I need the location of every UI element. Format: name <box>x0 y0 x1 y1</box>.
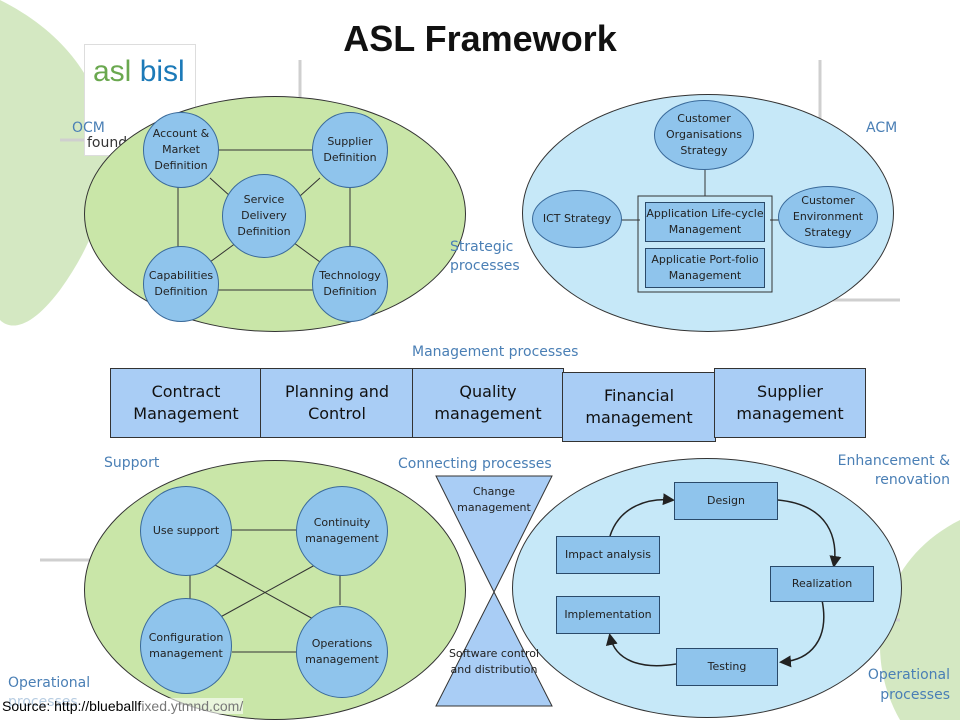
account-market-node: Account & Market Definition <box>143 112 219 188</box>
financial-management-box: Financial management <box>562 372 716 442</box>
impact-analysis-box: Impact analysis <box>556 536 660 574</box>
change-management-label: Change management <box>457 485 531 514</box>
ocm-label: OCM <box>72 120 105 136</box>
realization-box: Realization <box>770 566 874 602</box>
strategic-label: Strategic processes <box>450 239 520 274</box>
app-portfolio-box: Applicatie Port-folio Management <box>645 248 765 288</box>
management-label: Management processes <box>412 344 579 360</box>
software-control-label: Software control and distribution <box>448 647 540 676</box>
ict-strategy-node: ICT Strategy <box>532 190 622 248</box>
operations-management-node: Operations management <box>296 606 388 698</box>
app-lifecycle-box: Application Life-cycle Management <box>645 202 765 242</box>
contract-management-box: Contract Management <box>110 368 262 438</box>
support-label: Support <box>104 455 160 471</box>
capabilities-node: Capabilities Definition <box>143 246 219 322</box>
configuration-management-node: Configuration management <box>140 598 232 694</box>
logo-wordmark: asl bisl <box>93 55 185 88</box>
testing-box: Testing <box>676 648 778 686</box>
enhancement-label: Enhancement & renovation <box>837 453 950 488</box>
connecting-label: Connecting processes <box>398 456 552 472</box>
design-box: Design <box>674 482 778 520</box>
acm-label: ACM <box>866 120 898 136</box>
technology-definition-node: Technology Definition <box>312 246 388 322</box>
support-ellipse <box>84 460 466 720</box>
customer-organisations-node: Customer Organisations Strategy <box>654 100 754 170</box>
operational-right-label: Operational processes <box>867 667 950 703</box>
continuity-management-node: Continuity management <box>296 486 388 576</box>
customer-environment-node: Customer Environment Strategy <box>778 186 878 248</box>
service-delivery-node: Service Delivery Definition <box>222 174 306 258</box>
source-credit: Source: http://blueballfixed.ytmnd.com/ <box>2 698 244 714</box>
supplier-management-box: Supplier management <box>714 368 866 438</box>
implementation-box: Implementation <box>556 596 660 634</box>
page-title: ASL Framework <box>343 18 617 59</box>
asl-bisl-logo: asl bisl founda <box>84 44 196 156</box>
supplier-definition-node: Supplier Definition <box>312 112 388 188</box>
planning-control-box: Planning and Control <box>260 368 414 438</box>
use-support-node: Use support <box>140 486 232 576</box>
quality-management-box: Quality management <box>412 368 564 438</box>
